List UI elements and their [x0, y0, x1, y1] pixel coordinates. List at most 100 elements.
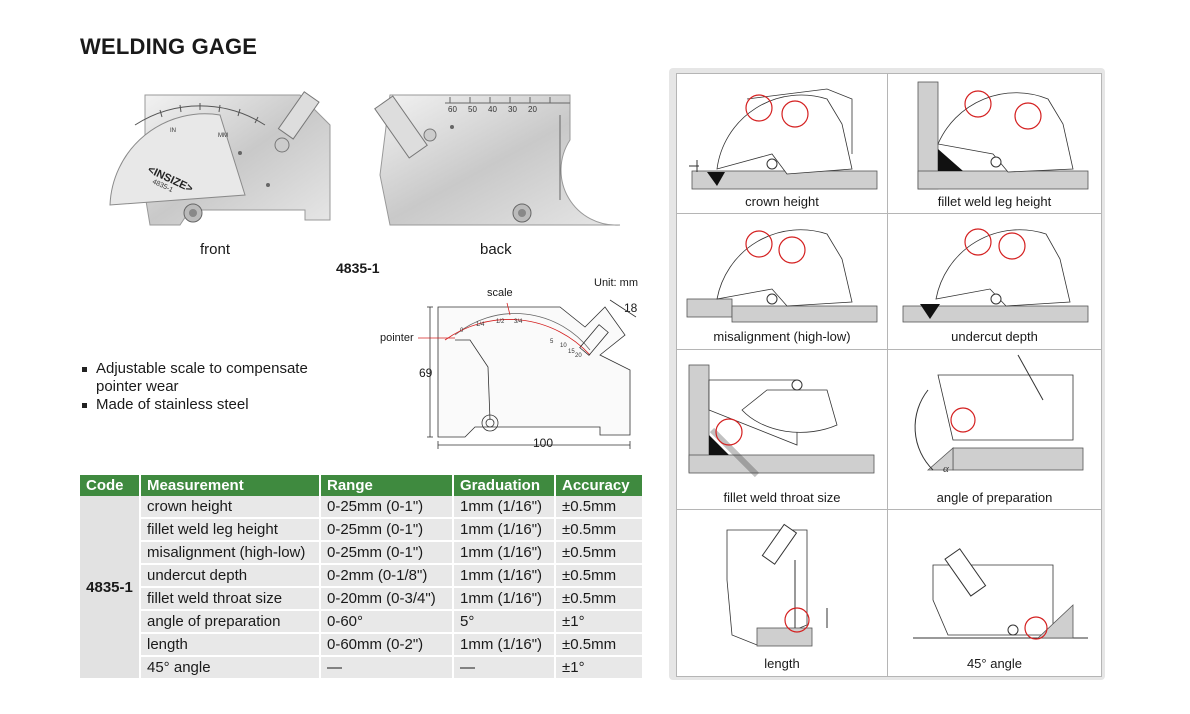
header-graduation: Graduation — [453, 475, 556, 496]
diagram-fillet-weld-throat: fillet weld throat size — [677, 350, 888, 510]
diagram-angle-of-preparation: α angle of preparation — [888, 350, 1101, 510]
feature-item: Made of stainless steel — [80, 396, 326, 414]
cell-measurement: fillet weld leg height — [140, 518, 321, 542]
table-row: 45° angle — — ±1° — [80, 656, 644, 680]
angle-45-illustration — [913, 548, 1088, 640]
svg-text:10: 10 — [560, 343, 567, 349]
header-range: Range — [320, 475, 454, 496]
svg-text:IN: IN — [170, 128, 176, 134]
table-row: undercut depth 0-2mm (0-1/8") 1mm (1/16"… — [80, 564, 644, 588]
svg-text:60: 60 — [448, 105, 457, 114]
code-cell: 4835-1 — [80, 496, 141, 680]
svg-text:α: α — [943, 463, 949, 475]
cell-range: — — [320, 656, 454, 680]
cell-graduation: 1mm (1/16") — [453, 564, 556, 588]
dim-height: 69 — [419, 366, 433, 380]
dim-width: 100 — [533, 436, 554, 450]
undercut-illustration — [902, 228, 1089, 323]
diagram-45-angle: 45° angle — [888, 510, 1101, 676]
diagram-caption: fillet weld leg height — [937, 194, 1052, 209]
feature-text: Made of stainless steel — [96, 396, 249, 413]
page-title: WELDING GAGE — [80, 34, 258, 59]
cell-range: 0-25mm (0-1") — [320, 541, 454, 565]
svg-text:50: 50 — [468, 105, 477, 114]
svg-text:40: 40 — [488, 105, 497, 114]
cell-range: 0-25mm (0-1") — [320, 496, 454, 519]
cell-measurement: length — [140, 633, 321, 657]
diagram-misalignment: misalignment (high-low) — [677, 214, 888, 350]
diagram-undercut-depth: undercut depth — [888, 214, 1101, 350]
misalignment-illustration — [686, 229, 878, 323]
cell-range: 0-25mm (0-1") — [320, 518, 454, 542]
svg-text:0: 0 — [460, 328, 464, 334]
cell-measurement: misalignment (high-low) — [140, 541, 321, 565]
cell-range: 0-20mm (0-3/4") — [320, 587, 454, 611]
length-illustration — [726, 523, 828, 647]
table-row: length 0-60mm (0-2") 1mm (1/16") ±0.5mm — [80, 633, 644, 657]
table-row: misalignment (high-low) 0-25mm (0-1") 1m… — [80, 541, 644, 565]
front-gauge-photo: <INSIZE> 4835-1 IN MM — [109, 91, 331, 226]
cell-accuracy: ±0.5mm — [555, 541, 644, 565]
diagram-fillet-weld-leg-height: fillet weld leg height — [888, 74, 1101, 214]
back-gauge-photo: 60 50 40 30 20 — [374, 94, 621, 226]
table-row: fillet weld throat size 0-20mm (0-3/4") … — [80, 587, 644, 611]
diagram-caption: undercut depth — [951, 329, 1038, 344]
feature-text: Adjustable scale to compensate pointer w… — [96, 360, 308, 395]
feature-list: Adjustable scale to compensate pointer w… — [80, 360, 326, 414]
cell-measurement: angle of preparation — [140, 610, 321, 634]
svg-text:15: 15 — [568, 349, 575, 355]
model-number: 4835-1 — [336, 260, 380, 276]
cell-accuracy: ±1° — [555, 610, 644, 634]
diagram-length: length — [677, 510, 888, 676]
diagram-crown-height: crown height — [677, 74, 888, 214]
table-header-row: Code Measurement Range Graduation Accura… — [80, 475, 644, 496]
angle-illustration: α — [914, 354, 1084, 475]
cell-accuracy: ±0.5mm — [555, 633, 644, 657]
cell-range: 0-60° — [320, 610, 454, 634]
scale-label: scale — [487, 287, 513, 299]
cell-graduation: 1mm (1/16") — [453, 587, 556, 611]
throat-illustration — [688, 364, 875, 478]
back-label: back — [480, 241, 512, 258]
svg-text:5: 5 — [550, 339, 554, 345]
cell-measurement: crown height — [140, 496, 321, 519]
svg-text:3/4: 3/4 — [514, 319, 523, 325]
unit-label: Unit: mm — [594, 277, 638, 289]
diagram-caption: fillet weld throat size — [723, 490, 841, 505]
table-row: fillet weld leg height 0-25mm (0-1") 1mm… — [80, 518, 644, 542]
cell-accuracy: ±1° — [555, 656, 644, 680]
diagram-caption: length — [764, 656, 800, 671]
cell-measurement: undercut depth — [140, 564, 321, 588]
diagram-caption: angle of preparation — [936, 490, 1053, 505]
header-accuracy: Accuracy — [555, 475, 644, 496]
svg-text:20: 20 — [528, 105, 537, 114]
cell-accuracy: ±0.5mm — [555, 564, 644, 588]
cell-measurement: 45° angle — [140, 656, 321, 680]
svg-text:1/4: 1/4 — [476, 322, 485, 328]
svg-text:30: 30 — [508, 105, 517, 114]
cell-accuracy: ±0.5mm — [555, 496, 644, 519]
crown-height-illustration — [689, 88, 878, 190]
product-photos: <INSIZE> 4835-1 IN MM 60 50 40 30 20 — [109, 91, 621, 226]
pointer-label: pointer — [380, 332, 414, 344]
cell-measurement: fillet weld throat size — [140, 587, 321, 611]
svg-text:20: 20 — [575, 353, 582, 359]
cell-graduation: — — [453, 656, 556, 680]
front-label: front — [200, 241, 231, 258]
feature-item: Adjustable scale to compensate pointer w… — [80, 360, 326, 396]
spec-table: Code Measurement Range Graduation Accura… — [80, 475, 644, 680]
cell-accuracy: ±0.5mm — [555, 518, 644, 542]
svg-text:1/2: 1/2 — [496, 319, 505, 325]
cell-graduation: 1mm (1/16") — [453, 541, 556, 565]
cell-accuracy: ±0.5mm — [555, 587, 644, 611]
header-code: Code — [80, 475, 141, 496]
header-measurement: Measurement — [140, 475, 321, 496]
cell-graduation: 1mm (1/16") — [453, 518, 556, 542]
table-row: angle of preparation 0-60° 5° ±1° — [80, 610, 644, 634]
table-row: 4835-1 crown height 0-25mm (0-1") 1mm (1… — [80, 496, 644, 680]
cell-range: 0-2mm (0-1/8") — [320, 564, 454, 588]
cell-range: 0-60mm (0-2") — [320, 633, 454, 657]
cell-graduation: 5° — [453, 610, 556, 634]
diagram-caption: crown height — [745, 194, 819, 209]
